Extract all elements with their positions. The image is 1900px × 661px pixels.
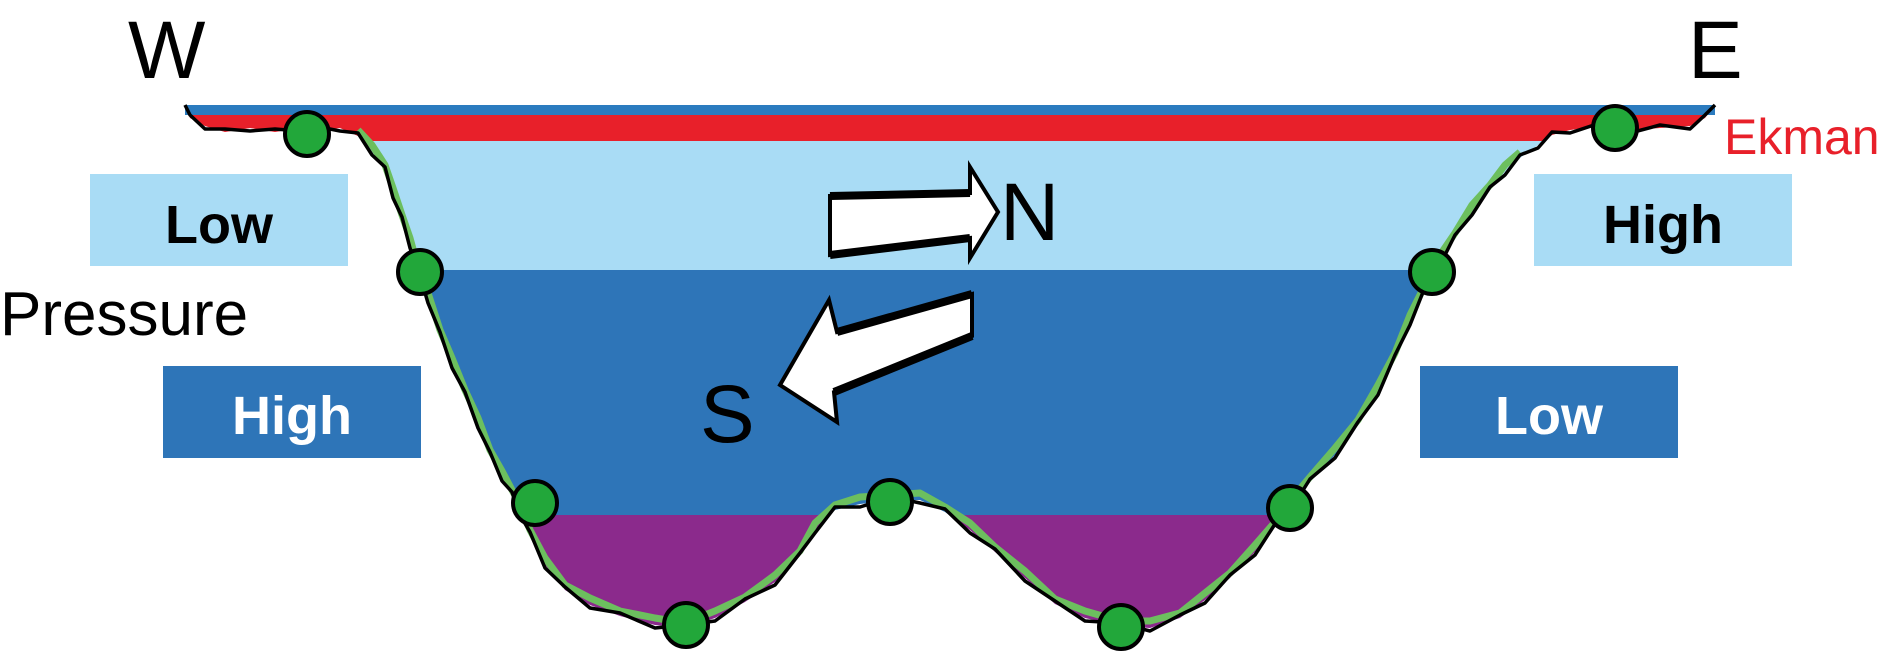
- southward-flow-arrow-icon: [777, 290, 974, 426]
- seafloor-outline: [183, 103, 1717, 633]
- slope-boundary-line: [355, 127, 1523, 627]
- ekman-layer: [185, 113, 1715, 141]
- west-lower-pressure-box: [163, 366, 421, 458]
- west-label: W: [128, 5, 206, 96]
- station-marker: [1408, 248, 1456, 296]
- station-marker: [511, 479, 559, 527]
- station-markers: [283, 104, 1639, 651]
- pressure-label: Pressure: [0, 280, 248, 349]
- sea-surface-line: [185, 105, 1715, 115]
- east-label: E: [1688, 5, 1743, 96]
- east-upper-pressure-box: [1534, 174, 1792, 266]
- station-marker: [283, 110, 331, 158]
- station-marker: [1266, 484, 1314, 532]
- ekman-label: Ekman: [1724, 109, 1880, 165]
- station-marker: [866, 478, 914, 526]
- east-lower-pressure-label: Low: [1495, 386, 1604, 446]
- northward-flow-arrow-icon: [828, 160, 1001, 266]
- east-upper-pressure-label: High: [1603, 195, 1723, 255]
- south-label: S: [700, 369, 755, 460]
- north-label: N: [1000, 167, 1059, 258]
- station-marker: [662, 601, 710, 649]
- station-marker: [1591, 104, 1639, 152]
- west-upper-pressure-box: [90, 174, 348, 266]
- station-marker: [396, 248, 444, 296]
- station-marker: [1097, 603, 1145, 651]
- west-upper-pressure-label: Low: [165, 195, 274, 255]
- west-lower-pressure-label: High: [232, 386, 352, 446]
- east-lower-pressure-box: [1420, 366, 1678, 458]
- bottom-layer: [185, 515, 1715, 628]
